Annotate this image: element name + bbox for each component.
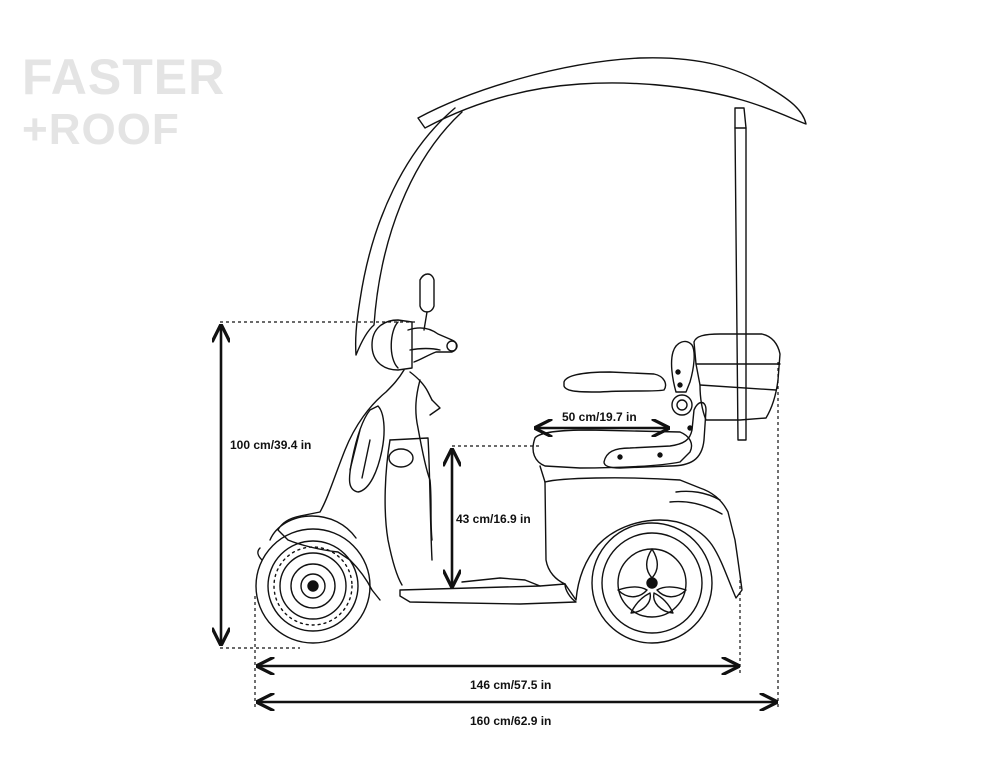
wheelbase-label: 146 cm/57.5 in bbox=[470, 678, 551, 692]
height-total-label: 100 cm/39.4 in bbox=[230, 438, 311, 452]
length-total-label: 160 cm/62.9 in bbox=[470, 714, 551, 728]
brand-line-1: FASTER bbox=[22, 49, 226, 105]
handlebar bbox=[407, 327, 458, 363]
leg-shield bbox=[389, 437, 433, 561]
seat-depth-label: 50 cm/19.7 in bbox=[562, 410, 637, 424]
roof-canopy bbox=[417, 57, 807, 129]
brand-line-2: +ROOF bbox=[22, 105, 180, 154]
brand-logo: FASTER +ROOF bbox=[22, 52, 225, 152]
headlight bbox=[371, 319, 413, 371]
backrest bbox=[670, 340, 695, 393]
roof-rear-pole bbox=[734, 107, 747, 441]
front-wheel bbox=[255, 528, 371, 644]
rear-body bbox=[544, 477, 743, 601]
rear-wheel bbox=[591, 522, 713, 644]
mirror bbox=[419, 273, 435, 313]
floorboard bbox=[399, 583, 577, 605]
armrest bbox=[563, 371, 667, 393]
seat-height-label: 43 cm/16.9 in bbox=[456, 512, 531, 526]
seat bbox=[532, 429, 693, 469]
windshield bbox=[354, 107, 463, 356]
